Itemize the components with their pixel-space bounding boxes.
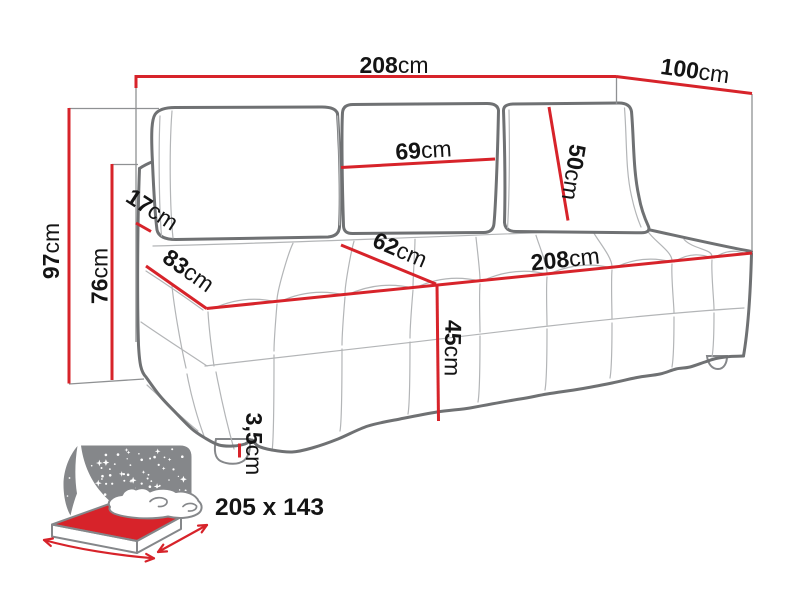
dimension-lines — [67, 75, 753, 458]
label-seat-width-front: 208cm — [529, 243, 600, 276]
ext-height-bottom — [68, 378, 145, 385]
back-cushion-right — [502, 101, 651, 235]
label-seat-height: 45cm — [440, 320, 467, 377]
dim-line-seat-depth-top — [340, 243, 437, 286]
dim-line-depth-top — [615, 75, 753, 95]
label-total-height: 97cm — [38, 223, 64, 279]
label-back-cushion-height: 50cm — [557, 142, 591, 202]
dim-line-back-cushion-width — [340, 157, 496, 169]
moon-swoosh-icon — [63, 446, 78, 516]
right-edge — [742, 252, 753, 358]
label-leg-height: 3,5cm — [241, 413, 267, 476]
back-cushions — [150, 101, 651, 241]
dim-line-width-top — [134, 75, 616, 88]
blanket — [107, 487, 203, 520]
label-back-cushion-width: 69cm — [395, 135, 453, 164]
label-backrest-height: 76cm — [87, 248, 113, 304]
sleeping-function-icon: 205 x 143 — [42, 445, 324, 563]
sofa-legs — [213, 355, 729, 465]
dim-line-backrest-thickness — [135, 221, 152, 233]
bed-size-arrows — [42, 523, 209, 563]
dim-line-seat-width-front — [206, 251, 753, 310]
cushion-inner-seams — [158, 107, 642, 239]
sofa-illustration — [136, 101, 753, 465]
extension-lines — [68, 76, 753, 385]
bottom-edge — [136, 167, 745, 454]
bed-icon — [42, 487, 209, 563]
back-cushion-left — [150, 105, 342, 241]
back-cushion-middle — [340, 102, 500, 235]
dim-line-back-cushion-height — [547, 106, 570, 221]
label-seat-depth-side: 83cm — [158, 244, 219, 298]
label-width-top: 208cm — [359, 52, 428, 78]
dim-line-seat-height — [435, 283, 440, 422]
label-depth-top: 100cm — [659, 53, 731, 88]
dim-line-seat-depth-side — [145, 264, 208, 310]
sleeping-area-label: 205 x 143 — [215, 494, 324, 521]
